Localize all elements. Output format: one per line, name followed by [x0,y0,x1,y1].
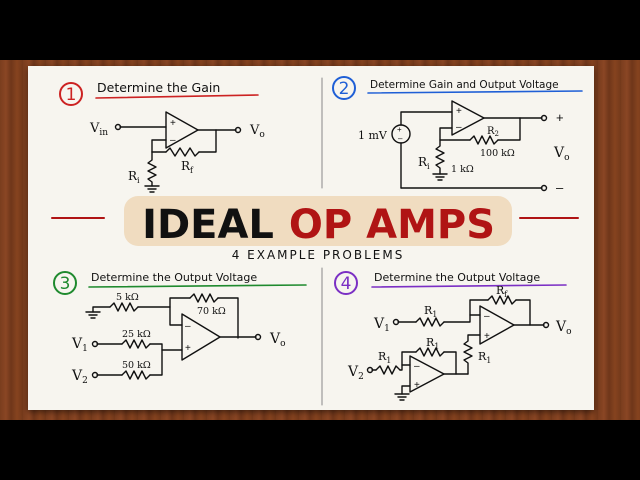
svg-text:+: + [170,118,176,129]
problem-2-underline [367,90,583,94]
svg-text:–: – [170,135,176,146]
problem-2: 2 Determine Gain and Output Voltage + – … [332,76,583,195]
p4-r1a-label: R1 [424,304,437,319]
p4-opamp-top [479,305,515,345]
svg-text:–: – [456,122,462,133]
problem-3-number: 3 [60,274,71,294]
p3-r-v2-label: 50 kΩ [122,360,151,371]
problem-3: 3 Determine the Output Voltage 5 kΩ 70 k… [53,271,307,386]
p3-opamp [181,313,221,361]
p2-output-minus: – [556,180,564,195]
svg-text:+: + [414,380,420,391]
svg-text:–: – [398,134,403,143]
svg-text:+: + [185,343,191,354]
p2-r2-value: 100 kΩ [480,148,515,159]
problem-4-number-circle [334,271,358,295]
p4-output-terminal [542,321,550,329]
p2-source-label: 1 mV [358,129,388,142]
problem-1-underline [95,94,259,99]
subtitle: 4 EXAMPLE PROBLEMS [232,248,405,262]
p4-r1d-label: R1 [478,350,491,365]
p3-r-fb-label: 70 kΩ [197,306,226,317]
p3-r-top-label: 5 kΩ [116,292,139,303]
p1-vin-label: Vin [89,121,108,138]
title-op-amps: OP AMPS [289,202,495,248]
problem-3-underline [88,284,307,288]
p4-rf-label: Rf [496,284,508,299]
problem-1-heading: Determine the Gain [97,80,220,95]
p1-rf-label: Rf [181,159,194,175]
title-ideal: IDEAL [142,202,274,248]
p3-vo-label: Vo [269,331,286,349]
p4-r1b-label: R1 [426,336,439,351]
problem-1: 1 Determine the Gain Vin + – Vo Rf Ri [59,80,265,193]
svg-text:+: + [397,125,402,134]
p2-opamp [451,100,485,136]
p4-opamp-bottom [409,355,445,393]
p2-output-plus: + [556,110,564,125]
p1-opamp [165,111,199,149]
problem-4: 4 Determine the Output Voltage – + Vo Rf… [334,271,572,401]
p2-output-minus-terminal [540,184,548,192]
svg-text:+: + [456,106,462,117]
svg-text:–: – [185,321,191,332]
problem-4-number: 4 [341,274,352,294]
p3-v1-label: V1 [71,336,88,354]
p3-v2-label: V2 [71,368,88,386]
problem-3-number-circle [53,271,77,295]
p2-vo-label: Vo [553,145,570,163]
p2-ri-value: 1 kΩ [451,164,474,175]
problem-3-heading: Determine the Output Voltage [91,271,257,284]
title-highlight [124,196,512,246]
problem-4-heading: Determine the Output Voltage [374,271,540,284]
svg-text:–: – [414,361,420,372]
p1-ri-label: Ri [128,169,140,185]
p2-output-plus-terminal [540,114,548,122]
p1-output-terminal [234,126,242,134]
problem-4-underline [371,284,567,288]
p4-v1-label: V1 [373,316,390,334]
svg-text:+: + [484,331,490,342]
problem-1-number-circle [59,82,83,106]
p1-vo-label: Vo [249,123,265,140]
svg-text:–: – [484,311,490,322]
problem-2-number: 2 [339,79,350,99]
p4-v2-label: V2 [347,364,364,382]
p2-r2-label: R2 [487,126,499,138]
problem-2-heading: Determine Gain and Output Voltage [370,79,559,91]
p4-vo-label: Vo [555,319,572,337]
problem-2-number-circle [332,76,356,100]
p4-r1c-label: R1 [378,350,391,365]
p3-output-terminal [254,333,262,341]
problem-1-number: 1 [66,85,77,105]
p2-ri-label: Ri [418,155,430,171]
p3-r-v1-label: 25 kΩ [122,329,151,340]
